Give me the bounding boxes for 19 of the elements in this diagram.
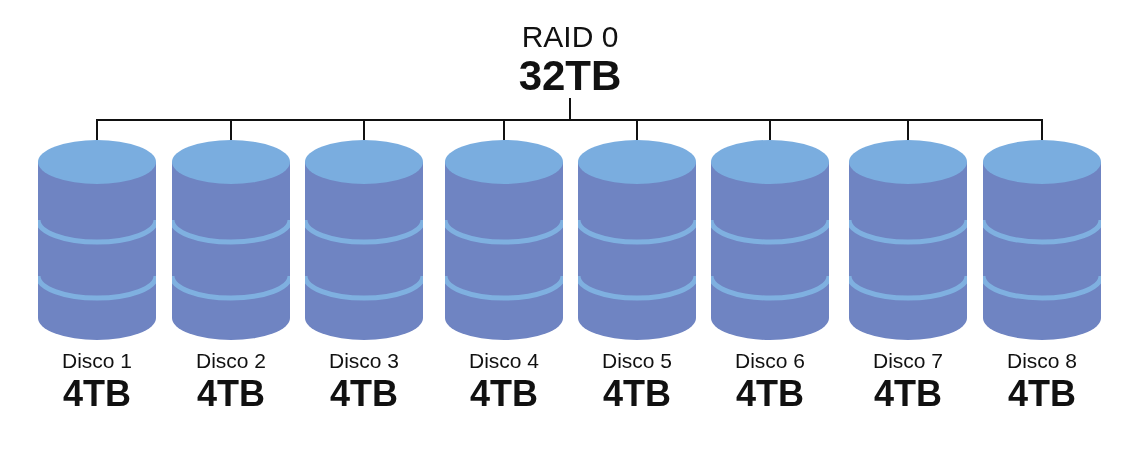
capacity-label: 4TB — [197, 374, 265, 414]
connector-line — [569, 97, 1043, 143]
disk-label: Disco 6 — [735, 348, 805, 374]
disk-label: Disco 1 — [62, 348, 132, 374]
capacity-label: 4TB — [330, 374, 398, 414]
capacity-label: 4TB — [1008, 374, 1076, 414]
capacity-label: 4TB — [874, 374, 942, 414]
disk-label: Disco 4 — [469, 348, 539, 374]
disk-label: Disco 8 — [1007, 348, 1077, 374]
capacity-text: 32TB — [518, 54, 622, 98]
capacity-label: 4TB — [470, 374, 538, 414]
capacity-label: 4TB — [63, 374, 131, 414]
disk-label: Disco 2 — [196, 348, 266, 374]
disk-label: Disco 5 — [602, 348, 672, 374]
capacity-label: 4TB — [603, 374, 671, 414]
disk-label: Disco 3 — [329, 348, 399, 374]
capacity-label: 4TB — [736, 374, 804, 414]
title-text: RAID 0 — [521, 20, 619, 54]
disk-label: Disco 7 — [873, 348, 943, 374]
